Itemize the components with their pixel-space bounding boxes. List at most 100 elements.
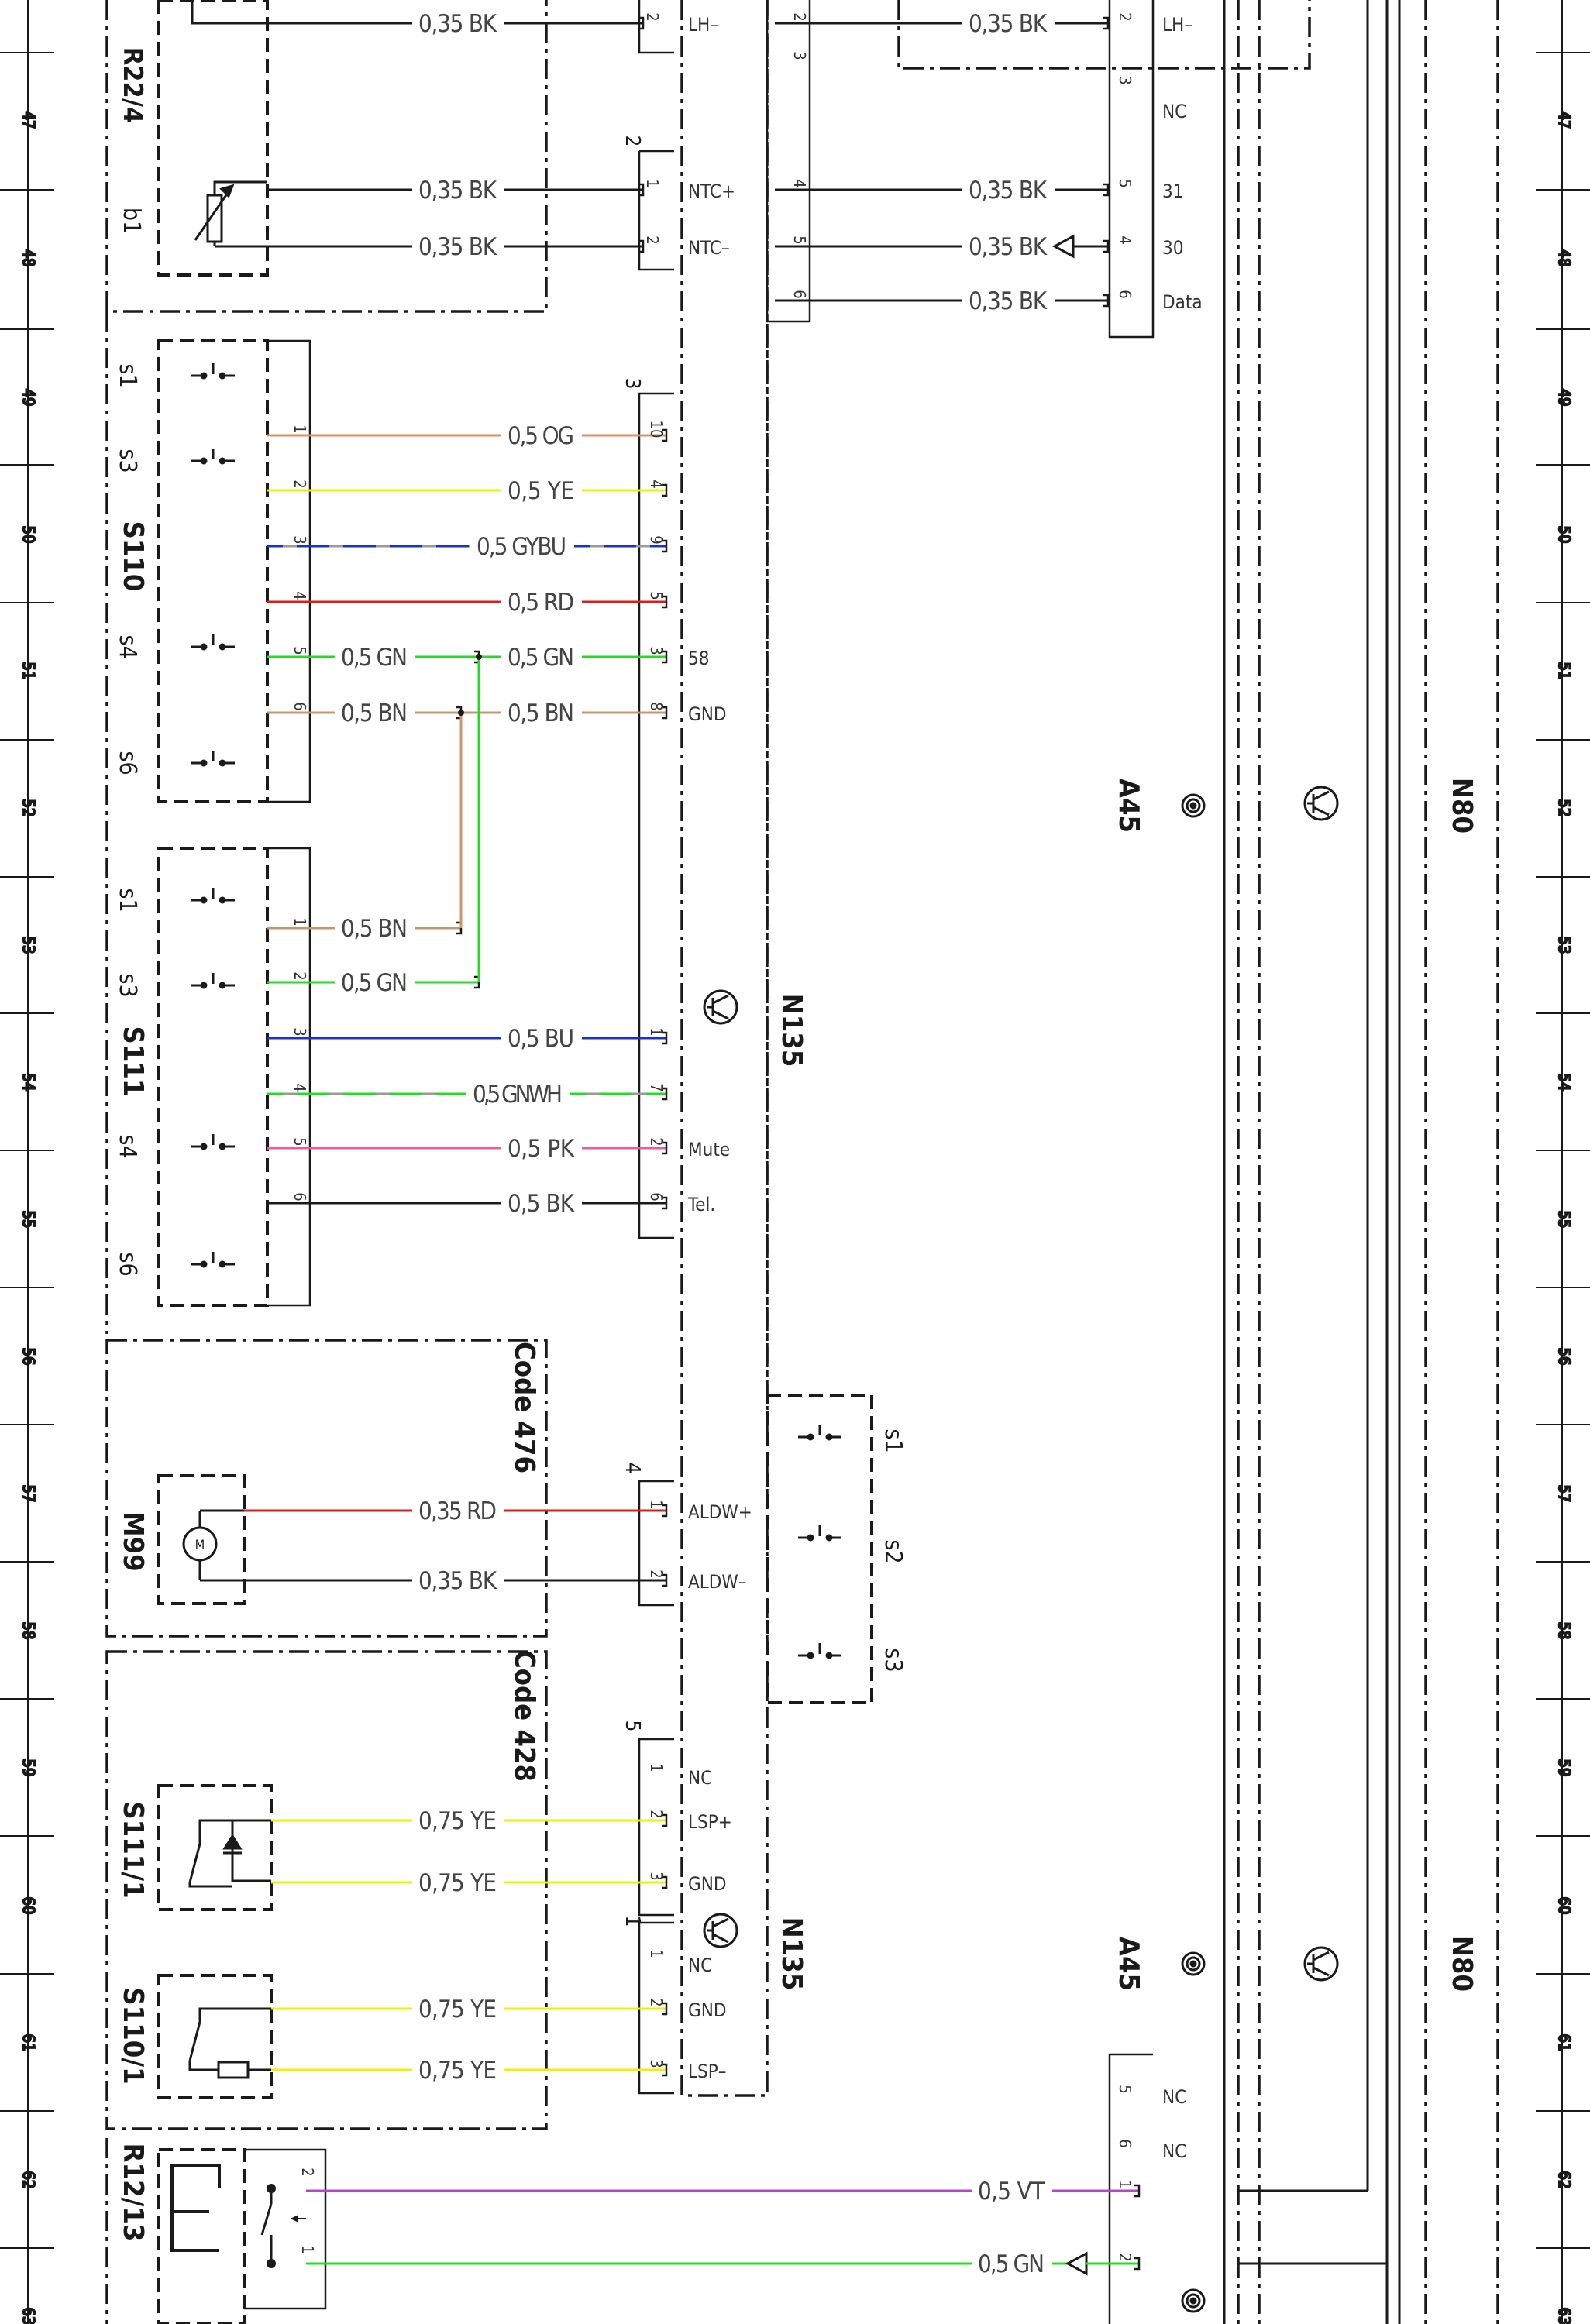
wire-label: 0,35 RD xyxy=(418,1497,497,1525)
pin-label: ALDW+ xyxy=(688,1501,752,1523)
switch-position-label: s3 xyxy=(114,973,141,997)
junction-dot xyxy=(476,654,482,660)
switch-contact-icon xyxy=(798,1425,841,1441)
pin-number: 2 xyxy=(647,1569,666,1578)
grid-row-number-right: 52 xyxy=(1555,799,1574,817)
pin-number: 6 xyxy=(647,1192,666,1201)
pin-number: 5 xyxy=(291,646,309,655)
pin-number: 1 xyxy=(647,1949,666,1958)
grid-row-number-left: 52 xyxy=(19,799,38,817)
pin-label: LH– xyxy=(688,14,718,36)
wire-w24: 0,75 YE xyxy=(271,1996,668,2023)
wire-label: 0,35 BK xyxy=(418,233,497,261)
wire-w22: 0,75 YE xyxy=(271,1807,668,1835)
a45-spiral-icon-3 xyxy=(1181,2288,1206,2313)
wire-label: 0,75 YE xyxy=(418,2057,497,2085)
wire-label: 0,5 GN xyxy=(978,2250,1045,2278)
pin-number: 1 xyxy=(291,917,309,926)
switch-contact-icon xyxy=(191,363,235,380)
component-label-a45: A45 xyxy=(1113,1937,1144,1991)
pin-number: 4 xyxy=(291,1083,309,1092)
switch-position-label: s2 xyxy=(879,1539,907,1563)
grid-row-number-right: 61 xyxy=(1555,2034,1574,2052)
pin-number: 3 xyxy=(647,1872,666,1880)
wire-w23: 0,75 YE xyxy=(271,1869,668,1897)
pin-label: GND xyxy=(688,1999,727,2021)
pin-label: NC xyxy=(1162,2086,1186,2108)
n135-connector-x4-housing xyxy=(638,1480,674,1607)
switch-position-label: s1 xyxy=(114,363,141,387)
pin-number: 3 xyxy=(647,2059,666,2068)
n135-connector-x1-housing xyxy=(638,150,674,271)
wire-w07: 0,35 BK xyxy=(775,287,1110,315)
n135-transistor-icon xyxy=(703,989,738,1025)
grid-row-number-left: 51 xyxy=(19,662,38,680)
wire-w12b: 0,5 GN xyxy=(479,644,668,672)
component-label-n135: N135 xyxy=(776,994,807,1067)
grid-row-number-left: 62 xyxy=(19,2171,38,2189)
wire-w15: 0,5 GN xyxy=(267,969,480,997)
pin-label: NC xyxy=(688,1767,712,1789)
wire-w09: 0,5 YE xyxy=(267,477,668,505)
grid-row-number-right: 57 xyxy=(1555,1485,1574,1503)
grid-row-number-left: 59 xyxy=(19,1759,38,1777)
r12-13-switch-icon xyxy=(170,2164,306,2268)
wire-label: 0,75 YE xyxy=(418,1996,497,2023)
wire-w16: 0,5 BU xyxy=(267,1025,668,1053)
r12-13-switch-box xyxy=(157,2148,246,2324)
pin-number: 1 xyxy=(1116,2180,1134,2188)
n135-connector-x2-housing xyxy=(638,0,674,54)
component-label-n135: N135 xyxy=(776,1917,807,1991)
grid-row-number-left: 55 xyxy=(19,1211,38,1229)
pin-number: 4 xyxy=(1116,235,1134,244)
s110-1-switch-icon xyxy=(188,2007,271,2079)
grid-row-number-right: 54 xyxy=(1555,1074,1574,1092)
wire-w20: 0,35 RD xyxy=(244,1497,668,1525)
pin-number: 6 xyxy=(291,1192,309,1201)
connector-number: 3 xyxy=(621,378,644,390)
component-label-m99: M99 xyxy=(117,1511,149,1571)
wire-w25: 0,75 YE xyxy=(271,2057,668,2085)
s110-connector-housing xyxy=(267,339,311,803)
wire-w08: 0,5 OG xyxy=(267,422,668,450)
pin-label: NTC+ xyxy=(688,180,735,202)
switch-position-label: s3 xyxy=(114,449,141,473)
pin-label: ALDW– xyxy=(688,1571,747,1593)
wire-w21: 0,35 BK xyxy=(244,1567,668,1595)
pin-number: 2 xyxy=(1116,2253,1134,2261)
grid-row-number-right: 51 xyxy=(1555,662,1574,680)
pin-label: 58 xyxy=(688,648,709,669)
pin-label: NC xyxy=(1162,2140,1186,2162)
grid-row-number-left: 47 xyxy=(19,112,38,129)
pin-number: 6 xyxy=(291,702,309,710)
grid-row-number-left: 56 xyxy=(19,1348,38,1366)
grid-row-number-right: 50 xyxy=(1555,526,1574,544)
wire-label: 0,5 GYBU xyxy=(477,533,566,561)
switch-contact-icon xyxy=(191,888,235,904)
wire-w03: 0,35 BK xyxy=(267,233,645,261)
switch-contact-icon xyxy=(191,751,235,767)
motor-icon: M xyxy=(182,1509,244,1582)
wire-w01: 0,35 BK xyxy=(267,10,645,38)
pin-number: 1 xyxy=(291,425,309,433)
pin-number: 9 xyxy=(647,535,666,544)
wire-w14: 0,5 BN xyxy=(267,915,463,943)
r22-4-enclosure xyxy=(105,0,548,313)
wire-label: 0,5 GN xyxy=(341,969,408,997)
connector-number: 2 xyxy=(621,136,644,147)
switch-contact-icon xyxy=(191,634,235,651)
pin-number: 2 xyxy=(298,2168,317,2176)
pin-label: NC xyxy=(1162,101,1186,122)
ntc-resistor-icon xyxy=(194,180,267,248)
pin-label: NC xyxy=(688,1954,712,1976)
grid-row-number-right: 55 xyxy=(1555,1211,1574,1229)
wire-w12a: 0,5 GN xyxy=(267,644,480,672)
grid-row-number-right: 60 xyxy=(1555,1897,1574,1915)
wire-label: 0,35 BK xyxy=(969,10,1048,38)
a45-spiral-icon xyxy=(1181,793,1206,818)
a45-connector-bottom-housing xyxy=(1108,2053,1153,2324)
pin-number: 5 xyxy=(647,591,666,600)
connector-number: 4 xyxy=(621,1463,644,1474)
component-label-s110: S110 xyxy=(117,521,149,592)
